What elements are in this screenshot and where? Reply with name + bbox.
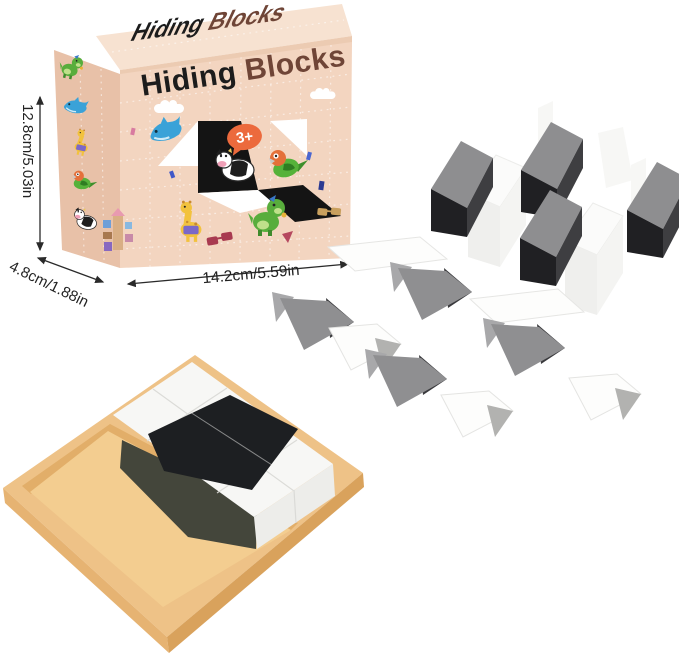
puzzle-black-house	[148, 395, 298, 490]
age-badge-text: 3+	[234, 127, 255, 147]
dimension-arrows	[36, 95, 350, 288]
confetti	[169, 170, 176, 179]
tile-seam	[189, 411, 273, 466]
tray-floor	[30, 431, 291, 607]
white-flat-piece	[468, 288, 586, 324]
tile-seam	[293, 489, 297, 524]
gray-wedge-block	[365, 349, 447, 407]
white-wedge-block	[568, 373, 642, 421]
product-box	[54, 4, 352, 268]
confetti	[130, 127, 136, 136]
confetti	[318, 180, 325, 191]
height-dimension-label: 12.8cm/5.03in	[19, 104, 36, 199]
tray-inner-wall	[22, 424, 116, 494]
wooden-puzzle-tray	[3, 355, 364, 653]
tray-side	[167, 473, 364, 653]
white-block-sliver	[598, 127, 633, 188]
white-wedge-block	[440, 390, 514, 438]
assembled-puzzle-blocks	[113, 362, 335, 549]
confetti	[306, 151, 312, 161]
white-flat-piece	[326, 236, 449, 272]
loose-cube-blocks	[431, 101, 679, 316]
dotted-grid-side	[79, 61, 105, 261]
confetti-triangle	[282, 231, 293, 243]
box-lid	[96, 4, 352, 70]
gray-wedge-block	[483, 318, 565, 376]
block-shadow	[120, 440, 258, 549]
gray-wedge-block	[390, 262, 472, 320]
loose-wedge-blocks	[272, 236, 642, 438]
tray-side	[3, 488, 169, 653]
dotted-grid-lid	[111, 19, 345, 53]
width-arrow	[126, 260, 350, 288]
depth-arrow	[36, 257, 105, 283]
